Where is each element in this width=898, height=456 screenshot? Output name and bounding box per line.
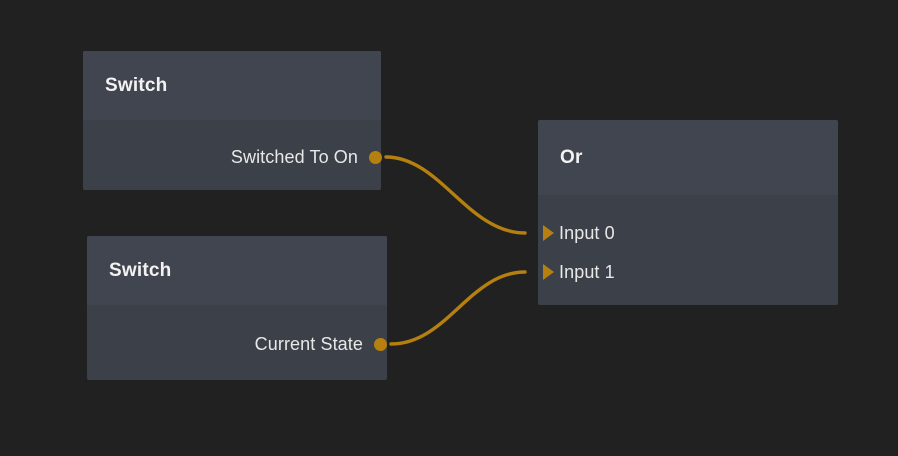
output-port-current-state[interactable]: Current State [255, 333, 387, 355]
output-port-label: Current State [254, 333, 363, 354]
node-body-switch-1: Switched To On [83, 120, 382, 190]
output-port-label: Switched To On [230, 146, 358, 167]
node-header-switch-2[interactable]: Switch [87, 236, 387, 305]
input-pin-arrow-icon[interactable] [543, 225, 554, 241]
connection-wire[interactable] [384, 155, 527, 235]
node-switch-1[interactable]: Switch Switched To On [83, 51, 382, 190]
output-port-switched-to-on[interactable]: Switched To On [230, 146, 382, 168]
node-switch-2[interactable]: Switch Current State [87, 236, 387, 380]
input-port-input-0[interactable]: Input 0 [538, 222, 615, 244]
input-pin-arrow-icon[interactable] [543, 264, 554, 280]
connection-wire[interactable] [389, 270, 527, 346]
node-header-switch-1[interactable]: Switch [83, 51, 381, 120]
input-port-label: Input 1 [559, 261, 615, 282]
output-pin-dot-icon[interactable] [369, 150, 382, 164]
input-port-input-1[interactable]: Input 1 [538, 261, 615, 283]
node-title: Or [560, 146, 583, 168]
node-title: Switch [109, 259, 172, 281]
node-title: Switch [105, 74, 168, 96]
node-body-switch-2: Current State [87, 305, 387, 380]
node-or[interactable]: Or Input 0 Input 1 [538, 120, 838, 305]
input-port-label: Input 0 [559, 222, 615, 243]
node-header-or[interactable]: Or [538, 120, 838, 195]
output-pin-dot-icon[interactable] [374, 337, 387, 351]
node-body-or: Input 0 Input 1 [538, 195, 838, 305]
